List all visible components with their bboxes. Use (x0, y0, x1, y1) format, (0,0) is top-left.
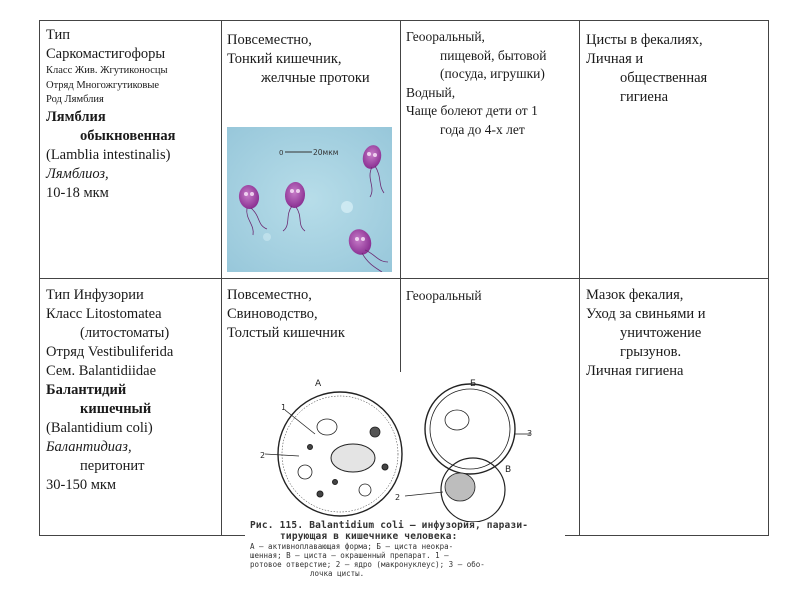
svg-text:0: 0 (279, 149, 283, 157)
row2-prevention-line: уничтожение (620, 325, 702, 341)
row1-prevention-line: Личная и (586, 51, 644, 67)
caption-main-line: Рис. 115. Balantidium coli — инфузория, … (250, 520, 529, 531)
lamblia-micrograph: 20мкм 0 (227, 127, 392, 273)
figure-label-1: 1 (281, 403, 286, 412)
row1-prevention-line: Цисты в фекалиях, (586, 32, 703, 48)
table-border-middle (39, 278, 769, 279)
row1-type-name: Саркомастигофоры (46, 46, 166, 62)
row2-class: Класс Litostomatea (46, 306, 162, 322)
row2-prevention-line: Уход за свиньями и (586, 306, 706, 322)
balantidium-trophozoite (264, 391, 403, 517)
row1-transmission-line: (посуда, игрушки) (440, 66, 545, 81)
row1-disease: Лямблиоз, (46, 165, 109, 182)
row2-taxonomy-cell: Тип Инфузории Класс Litostomatea (литост… (46, 286, 218, 495)
row2-latin: (Balantidium coli) (46, 420, 153, 436)
row2-disease-cont: перитонит (80, 458, 145, 474)
row1-habitat-cell: Повсеместно, Тонкий кишечник, желчные пр… (227, 31, 397, 88)
caption-main-line: тирующая в кишечнике человека: (280, 531, 458, 542)
row1-habitat-line: Повсеместно, (227, 32, 312, 48)
row1-transmission-line: Геооральный, (406, 29, 485, 44)
lamblia-cell (348, 229, 389, 273)
caption-sub-line: лочка цисты. (310, 569, 365, 578)
lamblia-cell (282, 182, 306, 232)
table-border-col2 (400, 20, 401, 380)
row2-prevention-cell: Мазок фекалия, Уход за свиньями и уничто… (586, 286, 766, 381)
row1-name: Лямблия (46, 108, 106, 125)
row1-latin: (Lamblia intestinalis) (46, 146, 171, 163)
row2-habitat-cell: Повсеместно, Свиноводство, Толстый кишеч… (227, 286, 397, 343)
row2-prevention-line: Мазок фекалия, (586, 287, 684, 303)
balantidium-cyst-stained (404, 457, 506, 523)
balantidium-figure: А Б В 1 2 3 2 (245, 372, 565, 562)
row2-transmission-line: Геооральный (406, 288, 482, 303)
table-border-right (768, 20, 769, 536)
row1-habitat-line: Тонкий кишечник, (227, 51, 342, 67)
table-border-col1 (221, 20, 222, 536)
figure-label-v: В (505, 465, 511, 475)
row1-class: Класс Жив. Жгутиконосцы (46, 65, 168, 76)
row1-transmission-line: Чаще болеют дети от 1 (406, 103, 538, 118)
row2-prevention-line: Личная гигиена (586, 363, 684, 379)
figure-caption: Рис. 115. Balantidium coli — инфузория, … (250, 520, 570, 578)
row1-habitat-line: желчные протоки (261, 70, 370, 86)
row2-family: Сем. Balantidiidae (46, 363, 157, 379)
figure-label-2: 2 (260, 451, 265, 460)
caption-sub-line: шенная; В — циста — окрашенный препарат.… (250, 551, 449, 560)
caption-sub-line: ротовое отверстие; 2 — ядро (макронуклеу… (250, 560, 485, 569)
micrograph-scale-label: 20мкм (313, 148, 338, 157)
row2-size: 30-150 мкм (46, 477, 117, 493)
row2-disease: Балантидиаз, (46, 439, 132, 455)
row1-prevention-line: общественная (620, 70, 708, 86)
row1-prevention-cell: Цисты в фекалиях, Личная и общественная … (586, 31, 766, 107)
figure-label-a: А (315, 379, 322, 389)
row1-transmission-cell: Геооральный, пищевой, бытовой (посуда, и… (406, 28, 578, 139)
row2-name-cont: кишечный (80, 401, 152, 417)
figure-label-2b: 2 (395, 493, 400, 502)
table-border-top (39, 20, 769, 21)
table-border-col3 (579, 20, 580, 536)
row1-taxonomy-cell: Тип Саркомастигофоры Класс Жив. Жгутикон… (46, 26, 218, 203)
figure-label-3: 3 (527, 429, 532, 438)
row1-genus: Род Лямблия (46, 94, 104, 105)
row1-transmission-line: Водный, (406, 84, 456, 100)
row2-habitat-line: Толстый кишечник (227, 325, 345, 341)
row2-transmission-cell: Геооральный (406, 287, 578, 306)
balantidium-cyst-unstained (424, 383, 530, 475)
row1-transmission-line: года до 4-х лет (440, 121, 525, 137)
table-border-left (39, 20, 40, 536)
row2-habitat-line: Повсеместно, (227, 287, 312, 303)
row2-class-cont: (литостоматы) (80, 325, 170, 341)
row2-order: Отряд Vestibuliferida (46, 344, 174, 360)
row2-habitat-line: Свиноводство, (227, 306, 318, 322)
lamblia-cell (238, 185, 268, 236)
lamblia-cell (362, 145, 385, 198)
row1-name-cont: обыкновенная (80, 127, 176, 144)
row2-type: Тип Инфузории (46, 287, 144, 303)
row1-transmission-line: пищевой, бытовой (440, 47, 547, 63)
row1-size: 10-18 мкм (46, 184, 109, 201)
row1-prevention-line: гигиена (620, 89, 669, 105)
row2-name: Балантидий (46, 382, 127, 398)
row1-type: Тип (46, 27, 71, 43)
row2-prevention-line: грызунов. (620, 344, 682, 360)
caption-sub-line: А — активноплавающая форма; Б — циста не… (250, 542, 454, 551)
row1-order: Отряд Многожгутиковые (46, 79, 160, 91)
